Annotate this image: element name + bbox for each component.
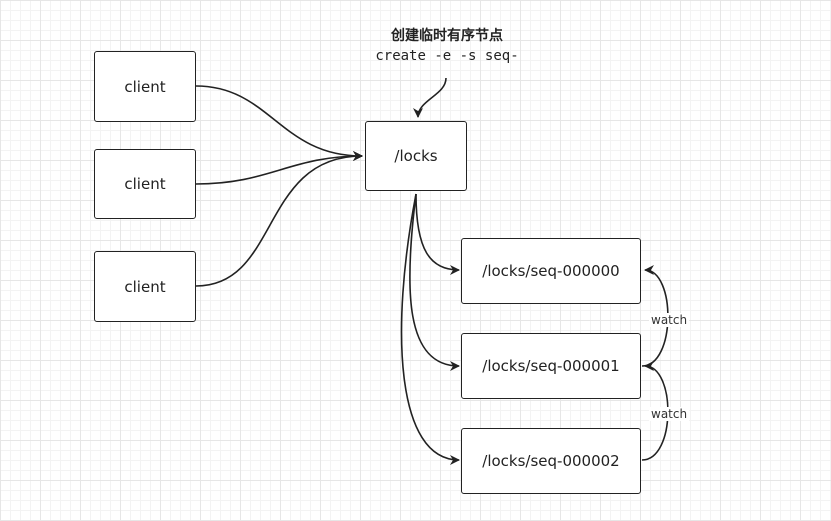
seq-node-0: /locks/seq-000000 — [461, 238, 641, 304]
locks-node: /locks — [365, 121, 467, 191]
seq-node-1: /locks/seq-000001 — [461, 333, 641, 399]
edge-client1-to-locks — [195, 85, 363, 161]
watch-label-1: watch — [649, 313, 690, 327]
watch-label-2: watch — [649, 407, 690, 421]
seq-node-2: /locks/seq-000002 — [461, 428, 641, 494]
edge-annotation-to-locks — [413, 77, 447, 118]
edge-client3-to-locks — [195, 151, 363, 287]
client-node-2: client — [94, 149, 196, 219]
client-node-1: client — [94, 51, 196, 122]
edge-client2-to-locks — [195, 151, 363, 185]
annotation-line2: create -e -s seq- — [375, 48, 519, 64]
client-node-3: client — [94, 251, 196, 322]
edge-locks-to-seq0 — [415, 193, 460, 275]
edge-locks-to-seq2 — [400, 193, 460, 465]
edge-locks-to-seq1 — [408, 193, 460, 371]
annotation-line1: 创建临时有序节点 — [391, 28, 503, 44]
annotation-note: 创建临时有序节点 create -e -s seq- — [370, 25, 524, 64]
